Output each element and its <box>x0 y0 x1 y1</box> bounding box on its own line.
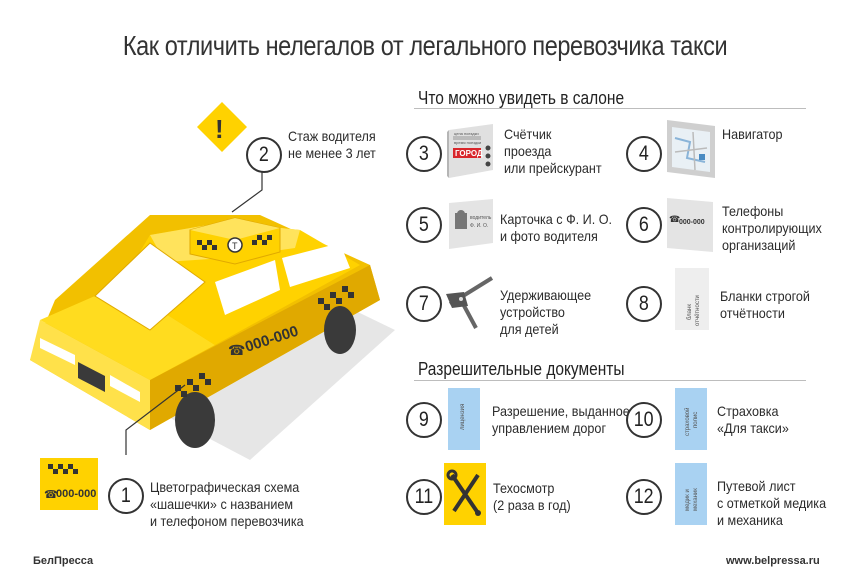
svg-text:!: ! <box>215 114 224 144</box>
number-circle-8: 8 <box>626 286 662 322</box>
number-circle-3: 3 <box>406 136 442 172</box>
phone-card-icon: ☎ 000-000 <box>667 198 713 252</box>
number-circle-2: 2 <box>246 137 282 173</box>
number-circle-7: 7 <box>406 286 442 322</box>
footer-url[interactable]: www.belpressa.ru <box>726 555 820 567</box>
car-headlight-left <box>40 338 75 365</box>
car-phone-icon: ☎ <box>228 342 245 358</box>
taxi-meter-icon: цена поездки время поездки ГОРОД <box>447 124 493 178</box>
footer-brand: БелПресса <box>33 555 94 567</box>
number-circle-10: 10 <box>626 402 662 438</box>
taxi-roof-sign-checker <box>197 235 272 250</box>
car-headlight-right <box>110 375 140 402</box>
number-circle-11: 11 <box>406 479 442 515</box>
taxi-car-illustration: T ☎ 000-000 ! ☎ 000-000 <box>30 102 395 510</box>
car-window-front <box>215 260 280 315</box>
car-wheel-rear <box>324 306 356 354</box>
section-docs-title: Разрешительные документы <box>418 359 625 379</box>
license-document-icon: лицензия <box>448 388 480 450</box>
section-docs-divider <box>414 380 806 381</box>
svg-text:☎: ☎ <box>44 489 58 501</box>
svg-text:цена поездки: цена поездки <box>454 131 479 136</box>
number-circle-4: 4 <box>626 136 662 172</box>
insurance-document-icon: страховой полис <box>675 388 707 450</box>
svg-text:ГОРОД: ГОРОД <box>455 149 483 158</box>
pointer-line-2 <box>231 172 263 213</box>
navigator-icon <box>667 120 715 178</box>
svg-text:Ф. И. О.: Ф. И. О. <box>470 223 488 229</box>
svg-text:время поездки: время поездки <box>454 140 481 145</box>
svg-text:000-000: 000-000 <box>679 219 705 226</box>
strict-report-form-icon: бланк отчётности <box>675 268 709 330</box>
item-4-label: Навигатор <box>722 126 783 142</box>
inspection-tools-icon <box>444 463 486 525</box>
car-window-rear <box>282 243 350 287</box>
warning-sign <box>197 102 247 152</box>
item-11-label: Техосмотр(2 раза в год) <box>493 480 571 513</box>
item-10-label: Страховка«Для такси» <box>717 403 789 436</box>
item-5-label: Карточка с Ф. И. О.и фото водителя <box>500 211 613 244</box>
number-circle-6: 6 <box>626 207 662 243</box>
taxi-roof-sign-top <box>190 218 280 240</box>
item-1-label: Цветографическая схема«шашечки» с назван… <box>150 479 304 529</box>
car-grille <box>78 362 105 392</box>
pointer-line-1 <box>125 384 186 455</box>
car-windshield <box>94 242 206 331</box>
number-circle-9: 9 <box>406 402 442 438</box>
svg-text:T: T <box>232 241 238 251</box>
section-salon-divider <box>414 108 806 109</box>
svg-text:водитель: водитель <box>470 215 492 221</box>
waybill-document-icon: медик и механик <box>675 463 707 525</box>
car-body-side <box>150 265 380 430</box>
car-hood <box>40 285 215 380</box>
child-seat-belt-icon <box>446 276 494 329</box>
number-circle-12: 12 <box>626 479 662 515</box>
taxi-roof-sign-logo <box>227 237 243 253</box>
number-circle-1: 1 <box>108 478 144 514</box>
driver-card-icon: водитель Ф. И. О. <box>449 199 493 249</box>
section-salon-title: Что можно увидеть в салоне <box>418 88 625 108</box>
svg-text:☎: ☎ <box>669 214 680 224</box>
svg-text:000-000: 000-000 <box>56 488 96 500</box>
car-wheel-front <box>175 392 215 448</box>
page-title: Как отличить нелегалов от легального пер… <box>122 30 728 61</box>
car-checker-side <box>175 286 354 397</box>
number-circle-5: 5 <box>406 207 442 243</box>
